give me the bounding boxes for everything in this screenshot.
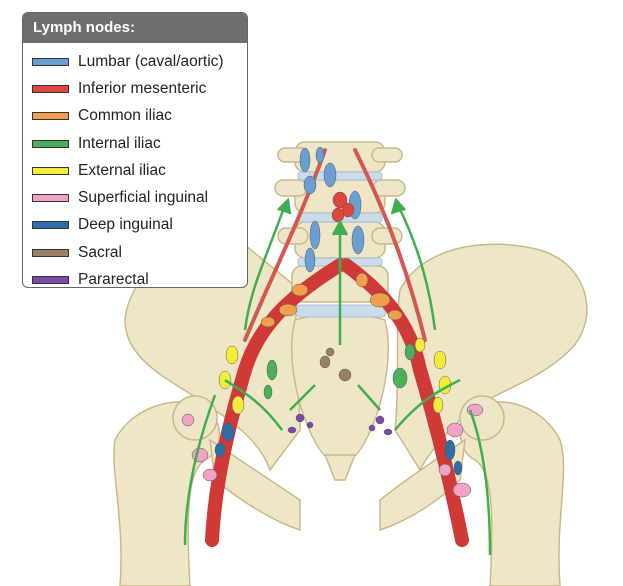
- legend-label: Common iliac: [78, 107, 172, 125]
- legend-swatch: [32, 112, 69, 121]
- legend-item: Inferior mesenteric: [23, 75, 247, 102]
- legend-label: External iliac: [78, 161, 166, 179]
- arrow-icon: [394, 378, 461, 431]
- legend-swatch: [32, 84, 69, 93]
- legend-swatch: [32, 248, 69, 257]
- legend-item: Sacral: [23, 239, 247, 266]
- legend-label: Pararectal: [78, 271, 149, 288]
- right-gonadal: [353, 148, 427, 342]
- right-femur: [459, 401, 565, 586]
- right-ilium: [394, 243, 588, 472]
- arrow-icon: [289, 384, 316, 411]
- arrow-icon: [183, 394, 217, 546]
- arrow-icon: [468, 409, 492, 556]
- arrow-icon: [224, 378, 284, 431]
- legend-label: Deep inguinal: [78, 216, 173, 234]
- legend-item: Lumbar (caval/aortic): [23, 48, 247, 75]
- legend-item: Superficial inguinal: [23, 184, 247, 211]
- legend-item: Pararectal: [23, 266, 247, 288]
- lymph-flow-arrows: [183, 197, 492, 556]
- legend-swatch: [32, 221, 69, 230]
- coccyx: [323, 454, 357, 481]
- legend-swatch: [32, 194, 69, 203]
- left-femoral-head: [172, 395, 218, 441]
- right-iliac-artery: [339, 258, 469, 547]
- legend-label: Superficial inguinal: [78, 189, 209, 207]
- legend-swatch: [32, 139, 69, 148]
- legend-swatch: [32, 276, 69, 285]
- legend-title: Lymph nodes:: [23, 13, 247, 43]
- legend-label: Internal iliac: [78, 134, 161, 152]
- arrow-icon: [357, 384, 381, 411]
- arrow-icon: [396, 204, 437, 331]
- legend-item: External iliac: [23, 157, 247, 184]
- legend-label: Inferior mesenteric: [78, 79, 207, 97]
- legend-swatch: [32, 57, 69, 66]
- left-femur: [113, 401, 221, 586]
- right-femoral-head: [459, 395, 505, 441]
- legend-label: Lumbar (caval/aortic): [78, 52, 224, 70]
- legend-label: Sacral: [78, 243, 122, 261]
- arrow-icon: [243, 204, 287, 331]
- left-gonadal: [243, 148, 327, 342]
- legend-swatch: [32, 166, 69, 175]
- left-pubis: [209, 438, 301, 532]
- legend: Lymph nodes: Lumbar (caval/aortic) Inferi…: [22, 12, 248, 288]
- legend-item: Common iliac: [23, 103, 247, 130]
- legend-item: Deep inguinal: [23, 212, 247, 239]
- legend-item: Internal iliac: [23, 130, 247, 157]
